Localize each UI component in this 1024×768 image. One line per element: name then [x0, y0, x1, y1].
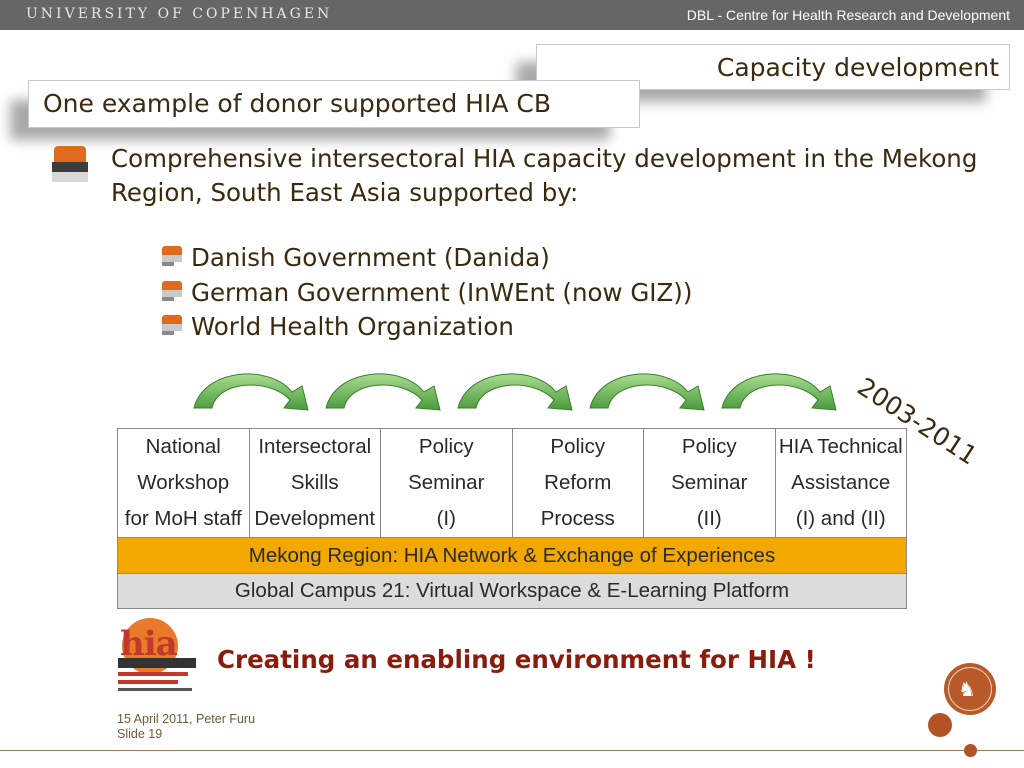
arrow-icon — [589, 373, 705, 411]
bullet-icon — [162, 246, 182, 266]
sub-bullet-who: World Health Organization — [191, 312, 514, 341]
university-name: UNIVERSITY OF COPENHAGEN — [26, 6, 333, 22]
tagline: Creating an enabling environment for HIA… — [217, 645, 816, 674]
slide-footer: 15 April 2011, Peter Furu Slide 19 — [117, 712, 255, 742]
footer-divider — [0, 750, 1024, 751]
hia-conference-logo: hia — [116, 618, 196, 698]
arrow-icon — [325, 373, 441, 411]
sub-bullet-danida: Danish Government (Danida) — [191, 243, 550, 272]
main-bullet-text: Comprehensive intersectoral HIA capacity… — [111, 144, 978, 207]
platform-bar: Global Campus 21: Virtual Workspace & E-… — [117, 574, 907, 609]
header-bar: UNIVERSITY OF COPENHAGEN DBL - Centre fo… — [0, 0, 1024, 30]
department-name: DBL - Centre for Health Research and Dev… — [686, 7, 1010, 23]
bullet-icon — [162, 281, 182, 301]
network-bar: Mekong Region: HIA Network & Exchange of… — [117, 537, 907, 574]
arrow-icon — [721, 373, 837, 411]
slide-subtitle-box: One example of donor supported HIA CB — [28, 80, 640, 128]
slide-title: Capacity development — [716, 53, 999, 82]
decorative-dot-large — [928, 713, 952, 737]
sub-bullet-giz: German Government (InWEnt (now GIZ)) — [191, 278, 693, 307]
bullet-icon — [162, 315, 182, 335]
process-arrows — [193, 373, 837, 411]
arrow-icon — [457, 373, 573, 411]
footer-date-author: 15 April 2011, Peter Furu — [117, 712, 256, 726]
footer-slide-number: Slide 19 — [117, 727, 163, 741]
arrow-icon — [193, 373, 309, 411]
conference-bullet-icon — [52, 146, 88, 182]
slide-subtitle: One example of donor supported HIA CB — [43, 89, 551, 118]
decorative-dot-small — [964, 744, 977, 757]
university-seal-icon: ♞ — [944, 663, 996, 715]
